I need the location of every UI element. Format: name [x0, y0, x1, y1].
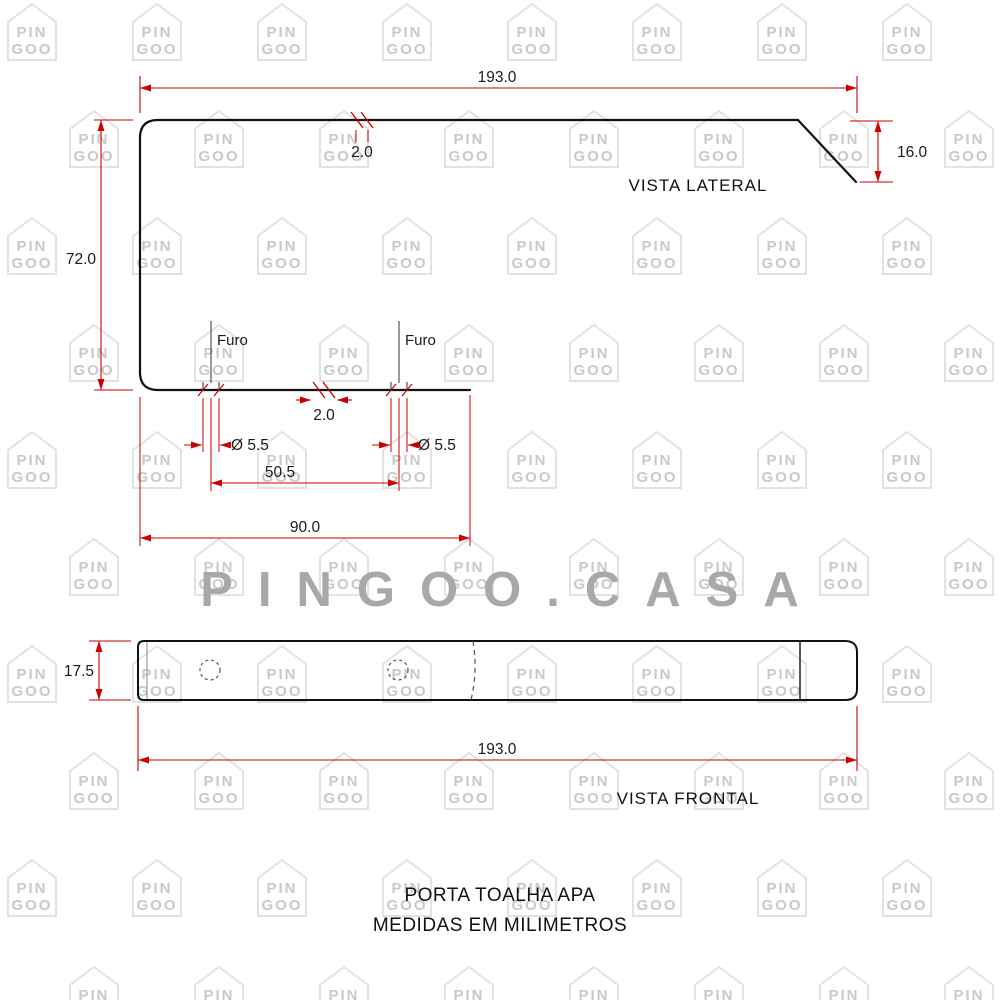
dim-label-hook-height: 16.0 — [897, 144, 928, 161]
hidden-hole-circle-right — [387, 659, 409, 681]
side-profile-outline — [138, 118, 858, 392]
oblique-mark — [197, 383, 209, 397]
dim-front-length — [137, 706, 858, 771]
product-name-caption: PORTA TOALHA APA — [404, 885, 595, 906]
side-view-title: VISTA LATERAL — [629, 176, 768, 195]
furo-label-right: Furo — [405, 332, 436, 349]
units-note-caption: MEDIDAS EM MILIMETROS — [373, 915, 627, 936]
dim-label-overall-length: 193.0 — [478, 69, 517, 86]
break-slash — [360, 111, 374, 129]
side-view: 193.0 72.0 16.0 2.0 VISTA LATERAL Furo — [66, 69, 928, 546]
dim-bottom-thickness — [296, 381, 352, 404]
hole-edge-ticks — [202, 382, 408, 390]
dim-label-front-height: 17.5 — [64, 663, 94, 680]
front-view-title: VISTA FRONTAL — [617, 789, 760, 808]
dim-hole-dia-left — [184, 398, 231, 452]
oblique-mark — [401, 383, 413, 397]
oblique-mark — [213, 383, 225, 397]
dim-label-height: 72.0 — [66, 251, 97, 268]
dim-label-bottom-thickness: 2.0 — [313, 407, 335, 424]
hidden-bend-dashed-line — [470, 640, 476, 701]
dim-front-height — [89, 640, 131, 701]
dim-hole-dia-right — [372, 398, 419, 452]
dim-hook-height — [850, 120, 893, 183]
dim-top-thickness — [350, 111, 374, 142]
front-bar-outline — [137, 640, 858, 701]
front-view: 17.5 193.0 VISTA FRONTAL — [64, 640, 858, 808]
hole-oblique-marks — [197, 383, 413, 397]
furo-label-left: Furo — [217, 332, 248, 349]
dim-base-length — [139, 395, 471, 546]
dim-label-hole-dia-right: Ø 5.5 — [418, 437, 456, 454]
oblique-mark — [385, 383, 397, 397]
dim-label-hole-dia-left: Ø 5.5 — [231, 437, 269, 454]
hidden-hole-circle-left — [199, 659, 221, 681]
break-slash — [350, 111, 364, 129]
dim-label-base-length: 90.0 — [290, 519, 321, 536]
break-slash — [312, 381, 326, 399]
dim-label-top-thickness: 2.0 — [351, 144, 373, 161]
captions: PORTA TOALHA APA MEDIDAS EM MILIMETROS — [373, 885, 627, 936]
dim-label-front-length: 193.0 — [478, 741, 517, 758]
break-slash — [322, 381, 336, 399]
dim-label-hole-spacing: 50.5 — [265, 464, 295, 481]
dim-side-height — [94, 119, 133, 391]
dim-side-overall-length — [139, 76, 858, 113]
dim-hole-spacing — [210, 398, 400, 491]
brand-watermark-text: PINGOO.CASA — [200, 563, 823, 617]
